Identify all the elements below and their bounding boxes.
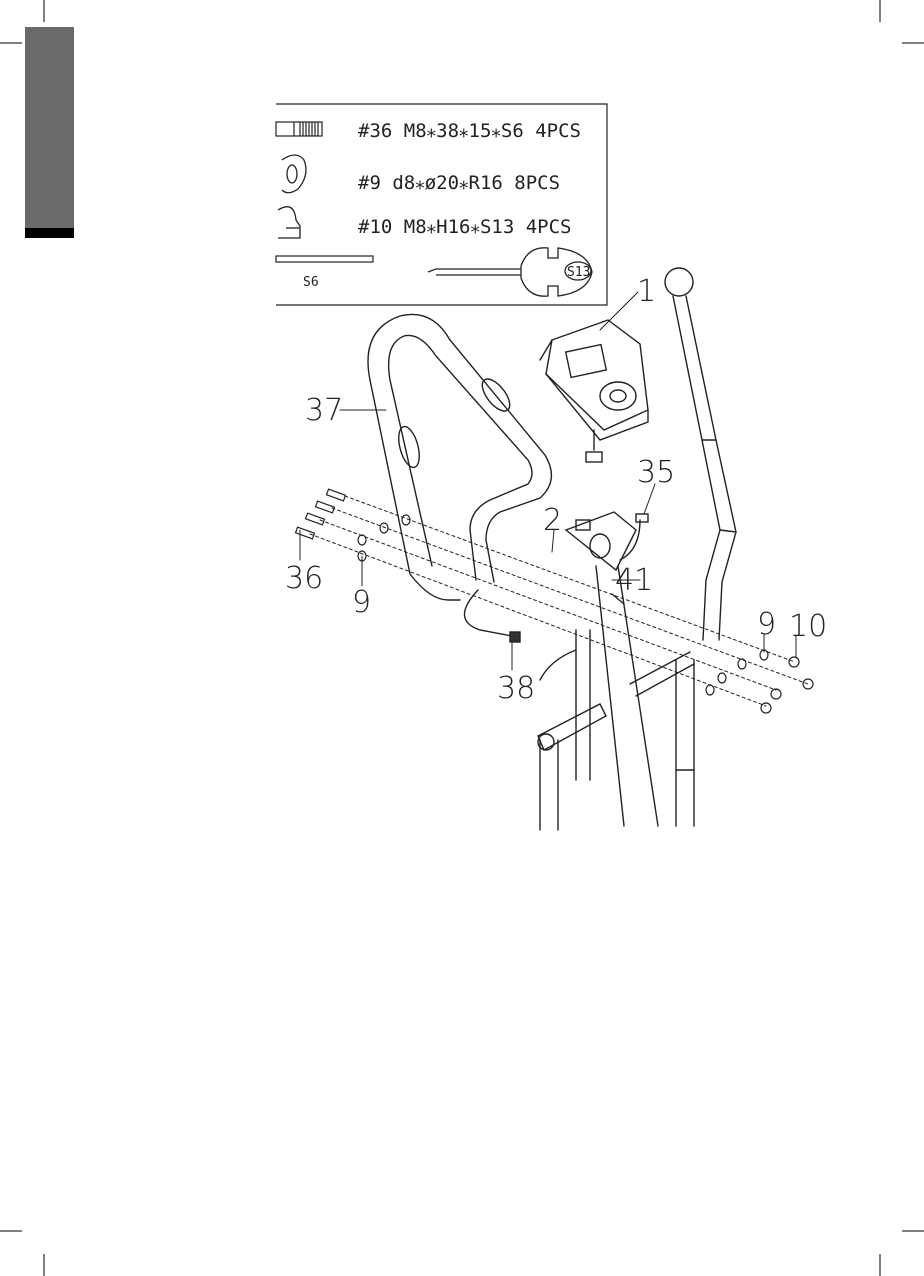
cap-nuts-10 xyxy=(761,657,813,713)
allen-key-icon xyxy=(276,256,373,262)
connector-38 xyxy=(510,632,520,642)
curved-washer-icon xyxy=(282,155,306,193)
washers-9 xyxy=(358,515,768,695)
lower-frame xyxy=(538,630,694,830)
callout-41: 41 xyxy=(615,563,653,598)
center-post xyxy=(566,512,658,826)
exercise-bike-assembly xyxy=(296,268,813,830)
parts-row-washer: #9 d8⁎ø20⁎R16 8PCS xyxy=(358,172,560,194)
callout-9-right: 9 xyxy=(757,607,776,642)
callout-38: 38 xyxy=(497,671,535,706)
bolts-36 xyxy=(296,489,346,539)
cap-nut-icon xyxy=(278,207,300,238)
callout-10: 10 xyxy=(789,609,827,644)
parts-box: #36 M8⁎38⁎15⁎S6 4PCS #9 d8⁎ø20⁎R16 8PCS … xyxy=(276,104,607,305)
callout-37: 37 xyxy=(305,393,343,428)
handlebar xyxy=(368,314,551,636)
right-upright-tube xyxy=(665,268,736,826)
callout-2: 2 xyxy=(543,503,562,538)
callout-9-left: 9 xyxy=(352,585,371,620)
leader-lines xyxy=(300,292,796,670)
bolt-icon xyxy=(276,122,322,136)
tool-label-s6: S6 xyxy=(303,275,319,290)
tool-label-s13: S13 xyxy=(567,265,590,280)
parts-row-bolt: #36 M8⁎38⁎15⁎S6 4PCS xyxy=(358,120,581,142)
callout-35: 35 xyxy=(637,455,675,490)
parts-row-cap-nut: #10 M8⁎H16⁎S13 4PCS xyxy=(358,216,571,238)
callout-1: 1 xyxy=(637,274,656,309)
console xyxy=(540,320,648,462)
callout-36: 36 xyxy=(285,561,323,596)
